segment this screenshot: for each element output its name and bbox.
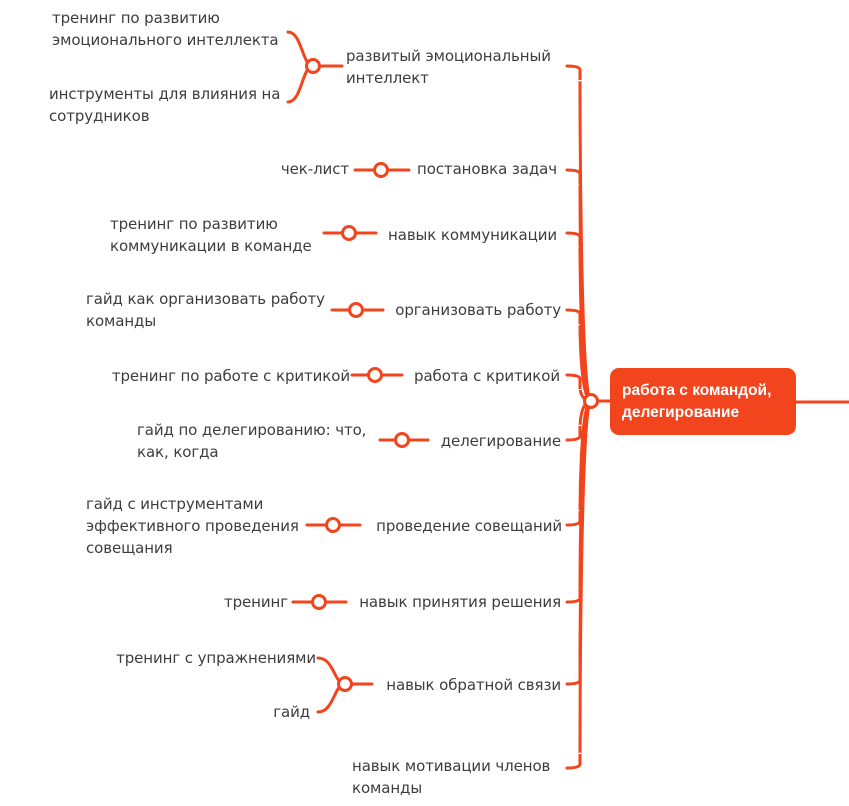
spine-link-5: [565, 399, 593, 442]
branch-label-criticism[interactable]: работа с критикой: [414, 367, 560, 385]
central-topic[interactable]: работа с командой, делегирование: [610, 368, 796, 435]
branch-6-toggle[interactable]: [325, 517, 341, 533]
central-collapse-toggle[interactable]: [583, 393, 599, 409]
branch-label-task-setting[interactable]: постановка задач: [417, 160, 557, 178]
leaf-label-influence-tools[interactable]: инструменты для влияния на сотрудников: [49, 85, 281, 125]
branch-label-delegation[interactable]: делегирование: [440, 432, 561, 450]
branch-label-communication[interactable]: навык коммуникации: [388, 226, 557, 244]
leaf-label-ei-training[interactable]: тренинг по развитию эмоционального интел…: [52, 9, 279, 49]
spine-link-4: [565, 373, 593, 403]
leaf-label-decision-training[interactable]: тренинг: [223, 593, 288, 611]
branch-label-feedback[interactable]: навык обратной связи: [386, 676, 561, 694]
leaf-label-exercises-training[interactable]: тренинг с упражнениями: [116, 649, 316, 667]
branch-4-toggle[interactable]: [367, 367, 383, 383]
leaf-label-meetings-guide[interactable]: гайд с инструментами эффективного провед…: [86, 495, 299, 557]
leaf-label-organize-guide[interactable]: гайд как организовать работу команды: [86, 290, 325, 330]
leaf-label-criticism-training[interactable]: тренинг по работе с критикой: [111, 367, 350, 385]
branch-5-toggle[interactable]: [394, 432, 410, 448]
branch-label-organize-work[interactable]: организовать работу: [395, 301, 561, 319]
branch-label-meetings[interactable]: проведение совещаний: [376, 517, 562, 535]
branch-2-toggle[interactable]: [341, 225, 357, 241]
spine-link-3: [565, 308, 593, 403]
branch-7-toggle[interactable]: [311, 594, 327, 610]
branch-8-toggle[interactable]: [337, 676, 353, 692]
leaf-label-communication-training[interactable]: тренинг по развитию коммуникации в коман…: [110, 215, 312, 255]
spine-link-9: [565, 399, 593, 770]
leaf-label-delegation-guide[interactable]: гайд по делегированию: что, как, когда: [137, 421, 367, 461]
leaf-label-guide[interactable]: гайд: [273, 703, 310, 721]
branch-label-emotional-intelligence[interactable]: развитый эмоциональный интеллект: [346, 47, 551, 87]
leaf-label-checklist[interactable]: чек-лист: [280, 160, 349, 178]
branch-label-motivation[interactable]: навык мотивации членов команды: [352, 757, 551, 797]
branch-3-toggle[interactable]: [348, 302, 364, 318]
branch-label-decision-making[interactable]: навык принятия решения: [359, 593, 561, 611]
branch-0-toggle[interactable]: [305, 58, 321, 74]
branch-1-toggle[interactable]: [373, 162, 389, 178]
spine-link-2: [565, 231, 593, 403]
